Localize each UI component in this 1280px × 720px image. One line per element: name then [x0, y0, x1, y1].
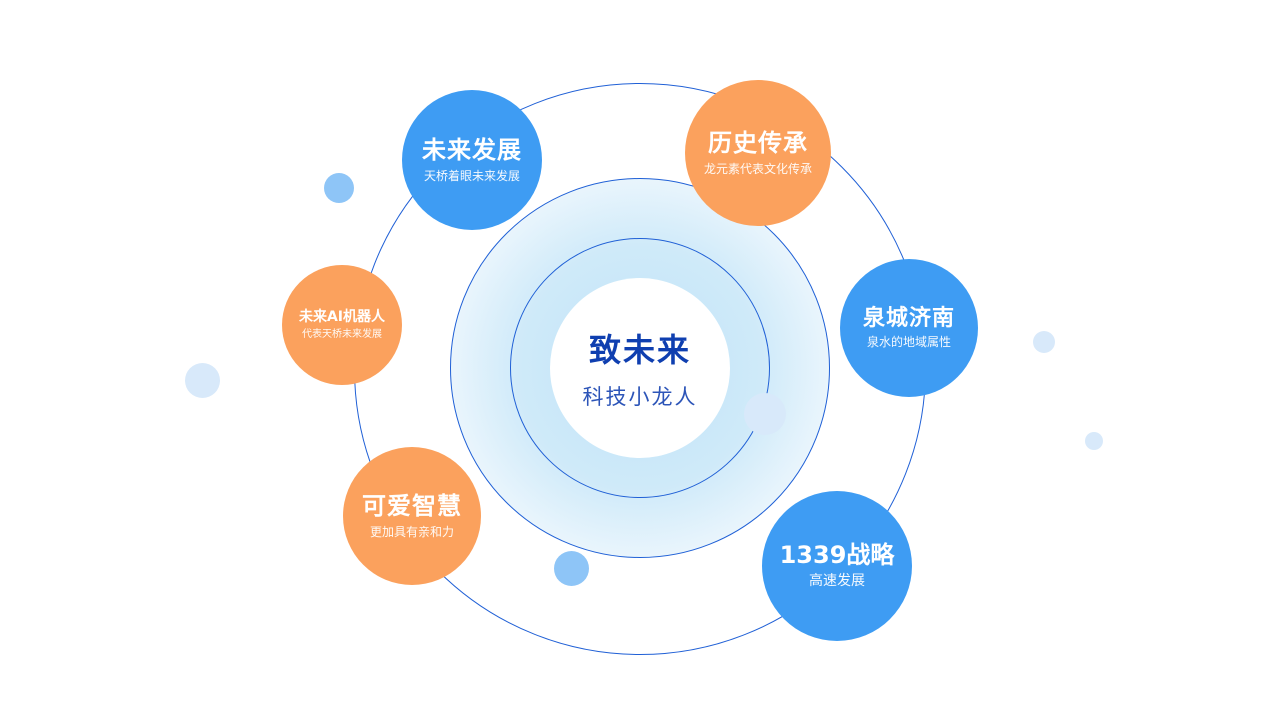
decor-dot — [744, 393, 786, 435]
node-future-development: 未来发展 天桥着眼未来发展 — [402, 90, 542, 230]
node-title: 未来AI机器人 — [298, 308, 386, 325]
decor-dot — [324, 173, 354, 203]
middle-ring — [450, 178, 830, 558]
node-subtitle: 高速发展 — [809, 573, 865, 590]
center-title: 致未来 — [588, 331, 691, 369]
node-cute-wisdom: 可爱智慧 更加具有亲和力 — [343, 447, 481, 585]
node-future-ai-robot: 未来AI机器人 代表天桥未来发展 — [282, 265, 402, 385]
center-circle: 致未来 科技小龙人 — [550, 278, 730, 458]
node-1339-strategy: 1339战略 高速发展 — [762, 491, 912, 641]
decor-dot — [1033, 331, 1055, 353]
node-subtitle: 龙元素代表文化传承 — [703, 161, 812, 176]
node-subtitle: 代表天桥未来发展 — [302, 329, 382, 341]
node-title: 可爱智慧 — [362, 492, 462, 520]
decor-dot — [1085, 432, 1103, 450]
node-subtitle: 天桥着眼未来发展 — [423, 168, 520, 183]
node-title: 泉城济南 — [862, 306, 955, 332]
node-title: 未来发展 — [422, 136, 522, 164]
node-spring-city-jinan: 泉城济南 泉水的地域属性 — [840, 259, 978, 397]
decor-dot — [185, 363, 220, 398]
node-title: 历史传承 — [708, 129, 808, 157]
node-history-heritage: 历史传承 龙元素代表文化传承 — [685, 80, 831, 226]
center-subtitle: 科技小龙人 — [582, 385, 698, 409]
inner-ring — [510, 238, 770, 498]
node-subtitle: 泉水的地域属性 — [866, 335, 951, 350]
decor-dot — [554, 551, 589, 586]
node-subtitle: 更加具有亲和力 — [369, 524, 454, 539]
node-title: 1339战略 — [779, 540, 895, 569]
